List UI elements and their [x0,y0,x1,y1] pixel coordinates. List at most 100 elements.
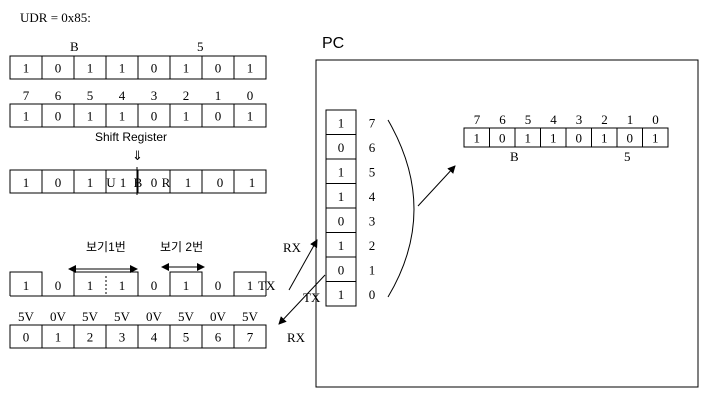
top-bit-value: 1 [247,61,254,76]
down-arrow-icon: ⇓ [132,148,143,163]
pc-hex-low-label: 5 [624,149,631,164]
pc-bit-cell [642,127,669,148]
voltage-value: 5V [18,309,35,324]
column-index: 5 [369,164,376,179]
second-bit-value: 1 [87,109,94,124]
hex-low-label: 5 [197,39,204,54]
pc-tx-label: TX [303,290,321,305]
second-bit-value: 0 [55,109,62,124]
shift-value: 1 [23,175,30,190]
second-bit-value: 1 [183,109,190,124]
pc-rx-label: RX [283,240,302,255]
voltage-value: 5V [82,309,99,324]
shift-value: 1 [249,175,256,190]
rx-arrow-to-pc [288,239,318,291]
second-bit-value: 0 [215,109,222,124]
receive-index-value: 7 [247,330,254,345]
column-cell [325,281,357,307]
top-bit-value: 1 [23,61,30,76]
receive-index-value: 4 [151,330,158,345]
waveform-bit: 0 [151,278,158,293]
pc-assemble-arrow [417,165,456,207]
pc-box [315,59,699,388]
voltage-value: 5V [114,309,131,324]
shift-value: 1 [87,175,94,190]
waveform-bit: 1 [87,278,94,293]
top-bit-value: 0 [55,61,62,76]
second-bit-value: 1 [23,109,30,124]
column-cell [325,158,357,184]
receive-index-value: 2 [87,330,94,345]
shift-register-label: Shift Register [95,130,167,144]
column-value: 0 [338,140,345,155]
pc-bit-index: 4 [550,112,557,127]
top-bit-value: 0 [151,61,158,76]
waveform-bit: 1 [183,278,190,293]
shift-marker-b: B [134,175,143,190]
shift-marker-u: U [106,175,116,190]
shift-value: 0 [55,175,62,190]
column-index: 7 [369,115,376,130]
pc-bit-index: 7 [474,112,481,127]
voltage-value: 5V [178,309,195,324]
tx-label: TX [258,278,276,293]
pc-bit-value: 1 [652,131,659,146]
udr-title: UDR = 0x85: [20,10,91,25]
tx-waveform [9,271,267,297]
shift-value: 1 [120,175,127,190]
shift-value: 0 [217,175,224,190]
receive-index-value: 0 [23,330,30,345]
pc-bit-index: 2 [601,112,608,127]
waveform-bit: 1 [23,278,30,293]
voltage-value: 0V [146,309,163,324]
column-index: 1 [369,262,376,277]
column-value: 1 [338,238,345,253]
pc-bit-index: 6 [499,112,506,127]
voltage-value: 0V [50,309,67,324]
pc-bracket-curve [387,119,415,298]
column-value: 0 [338,262,345,277]
pc-bit-index: 1 [627,112,634,127]
column-index: 6 [369,140,376,155]
column-value: 0 [338,213,345,228]
view1-label: 보기1번 [86,240,126,254]
receive-index-cell [233,324,267,349]
column-index: 2 [369,238,376,253]
second-bit-cell [233,103,267,128]
pc-label: PC [322,35,344,52]
column-value: 1 [338,115,345,130]
hex-high-label: B [70,39,79,54]
top-bit-cell [233,55,267,80]
column-cell [325,134,357,160]
pc-bit-value: 1 [474,131,481,146]
top-bit-value: 1 [183,61,190,76]
top-bit-value: 1 [87,61,94,76]
column-value: 1 [338,287,345,302]
bit-index: 3 [151,88,158,103]
voltage-value: 5V [242,309,259,324]
pc-bit-value: 0 [499,131,506,146]
column-index: 4 [369,189,376,204]
second-bit-value: 1 [247,109,254,124]
view2-label: 보기 2번 [160,240,203,254]
column-index: 3 [369,213,376,228]
column-value: 1 [338,189,345,204]
top-bit-value: 1 [119,61,126,76]
receive-index-value: 1 [55,330,62,345]
pc-bit-value: 1 [601,131,608,146]
waveform-bit: 1 [119,278,126,293]
bit-index: 0 [247,88,254,103]
second-bit-value: 1 [119,109,126,124]
pc-bit-value: 1 [525,131,532,146]
pc-bit-index: 0 [652,112,659,127]
shift-marker-r: R [162,175,171,190]
column-cell [325,232,357,258]
